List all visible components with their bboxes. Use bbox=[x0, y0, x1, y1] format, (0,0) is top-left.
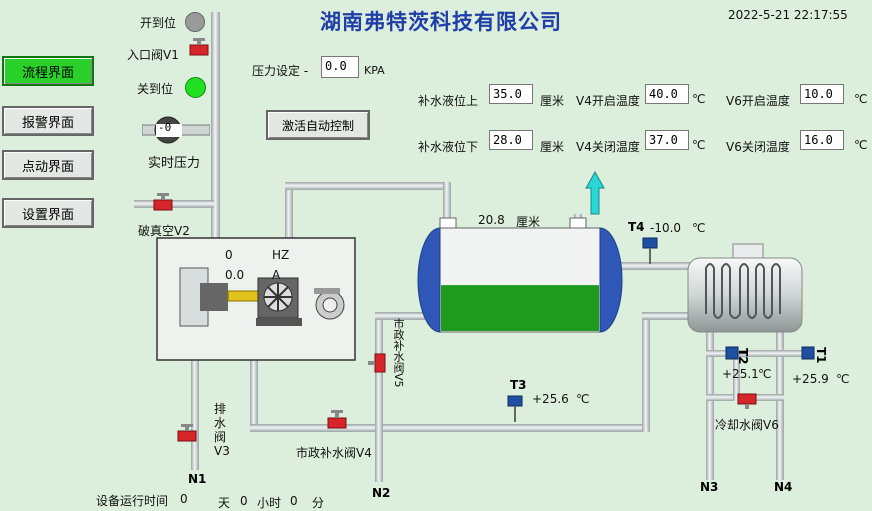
t3-value: +25.6 bbox=[532, 392, 569, 406]
realtime-pressure-label: 实时压力 bbox=[148, 156, 201, 171]
v6-open-temp-input[interactable]: 10.0 bbox=[800, 84, 844, 104]
refill-lower-input[interactable]: 28.0 bbox=[489, 130, 533, 150]
nav-settings-button[interactable]: 设置界面 bbox=[2, 198, 94, 228]
runtime-days-unit: 天 bbox=[218, 496, 231, 510]
vacuum-valve-label: 破真空V2 bbox=[138, 224, 190, 238]
tank-level-value: 20.8 bbox=[478, 213, 505, 227]
refill-upper-input[interactable]: 35.0 bbox=[489, 84, 533, 104]
t1-label: T1 bbox=[814, 347, 828, 364]
pump-current-value: 0.0 bbox=[225, 268, 245, 282]
pump-current-unit: A bbox=[272, 268, 281, 282]
v6-open-temp-label: V6开启温度 bbox=[726, 94, 790, 108]
runtime-label: 设备运行时间 bbox=[96, 494, 169, 508]
refill-lower-label: 补水液位下 bbox=[418, 140, 479, 154]
vacuum-valve-v2-icon[interactable] bbox=[152, 193, 174, 215]
n2-pipe bbox=[375, 316, 383, 482]
outlet-n3-label: N3 bbox=[700, 480, 719, 494]
water-tank bbox=[417, 217, 623, 333]
v4-close-temp-input[interactable]: 37.0 bbox=[645, 130, 689, 150]
vent-arrow-icon bbox=[585, 170, 605, 215]
t4-unit: ℃ bbox=[692, 221, 706, 235]
inlet-valve-v1-icon[interactable] bbox=[188, 38, 210, 60]
outlet-n4-label: N4 bbox=[774, 480, 793, 494]
t1-unit: ℃ bbox=[836, 372, 850, 386]
open-position-label: 开到位 bbox=[140, 16, 177, 30]
runtime-hours-unit: 小时 bbox=[257, 496, 282, 510]
tank-hx-pipe bbox=[620, 262, 705, 270]
t3-unit: ℃ bbox=[576, 392, 590, 406]
municipal-valve-v5-icon[interactable] bbox=[368, 352, 390, 374]
municipal-valve-v5-label: 市政补水阀V5 bbox=[392, 318, 405, 388]
v6-close-temp-unit: ℃ bbox=[854, 138, 868, 152]
v4-open-temp-input[interactable]: 40.0 bbox=[645, 84, 689, 104]
runtime-minutes-unit: 分 bbox=[312, 496, 325, 510]
pressure-gauge-icon bbox=[141, 116, 211, 144]
pump-frequency-value: 0 bbox=[225, 248, 233, 262]
outlet-n2-label: N2 bbox=[372, 486, 391, 500]
v6-close-temp-label: V6关闭温度 bbox=[726, 140, 790, 154]
outlet-n1-label: N1 bbox=[188, 472, 207, 486]
pressure-setting-input[interactable]: 0.0 bbox=[321, 56, 359, 78]
t4-sensor-icon bbox=[641, 236, 659, 266]
datetime: 2022-5-21 22:17:55 bbox=[728, 8, 848, 22]
tank-level-unit: 厘米 bbox=[516, 215, 541, 229]
feed-line bbox=[250, 360, 258, 430]
closed-position-label: 关到位 bbox=[137, 82, 174, 96]
pump-frequency-unit: HZ bbox=[272, 248, 290, 262]
drain-valve-v3-icon[interactable] bbox=[176, 424, 198, 446]
cooling-valve-v6-label: 冷却水阀V6 bbox=[715, 418, 779, 432]
drain-pipe bbox=[191, 360, 199, 470]
t2-unit: ℃ bbox=[758, 367, 772, 381]
pump-outlet-pipe bbox=[285, 185, 293, 245]
heat-exchanger bbox=[687, 243, 803, 333]
pump-motor-icon bbox=[179, 267, 345, 327]
municipal-valve-v4-icon[interactable] bbox=[326, 410, 348, 432]
runtime-minutes-value: 0 bbox=[290, 494, 298, 508]
t3-label: T3 bbox=[510, 378, 527, 392]
company-title: 湖南弗特茨科技有限公司 bbox=[320, 9, 562, 34]
refill-upper-unit: 厘米 bbox=[540, 94, 565, 108]
refill-lower-unit: 厘米 bbox=[540, 140, 565, 154]
runtime-days-value: 0 bbox=[180, 492, 188, 506]
nav-jog-button[interactable]: 点动界面 bbox=[2, 150, 94, 180]
t1-value: +25.9 bbox=[792, 372, 829, 386]
t4-label: T4 bbox=[628, 220, 645, 234]
t3-sensor-icon bbox=[506, 394, 524, 424]
pressure-setting-unit: KPA bbox=[364, 64, 385, 77]
tank-water-level bbox=[441, 285, 599, 331]
nav-process-button[interactable]: 流程界面 bbox=[2, 56, 94, 86]
v6-close-temp-input[interactable]: 16.0 bbox=[800, 130, 844, 150]
vacuum-pipe bbox=[134, 200, 214, 208]
v6-open-temp-unit: ℃ bbox=[854, 92, 868, 106]
v4-open-temp-unit: ℃ bbox=[692, 92, 706, 106]
activate-auto-control-button[interactable]: 激活自动控制 bbox=[266, 110, 370, 140]
inlet-valve-label: 入口阀V1 bbox=[127, 48, 179, 62]
refill-upper-label: 补水液位上 bbox=[418, 94, 479, 108]
t1-sensor-icon bbox=[800, 345, 826, 361]
t2-sensor-icon bbox=[724, 345, 750, 361]
open-position-indicator bbox=[185, 12, 205, 32]
municipal-valve-v4-label: 市政补水阀V4 bbox=[296, 446, 372, 460]
v4-open-temp-label: V4开启温度 bbox=[576, 94, 640, 108]
pressure-gauge-value: -0 bbox=[158, 121, 172, 134]
t2-label: T2 bbox=[736, 348, 750, 365]
closed-position-indicator bbox=[185, 77, 206, 98]
inlet-pipe bbox=[211, 12, 220, 240]
nav-alarm-button[interactable]: 报警界面 bbox=[2, 106, 94, 136]
t4-value: -10.0 bbox=[650, 221, 682, 235]
v4-close-temp-label: V4关闭温度 bbox=[576, 140, 640, 154]
pressure-setting-label: 压力设定 - bbox=[252, 64, 309, 78]
runtime-hours-value: 0 bbox=[240, 494, 248, 508]
cooling-valve-v6-icon[interactable] bbox=[736, 388, 758, 410]
t2-value: +25.1 bbox=[722, 367, 759, 381]
v4-close-temp-unit: ℃ bbox=[692, 138, 706, 152]
